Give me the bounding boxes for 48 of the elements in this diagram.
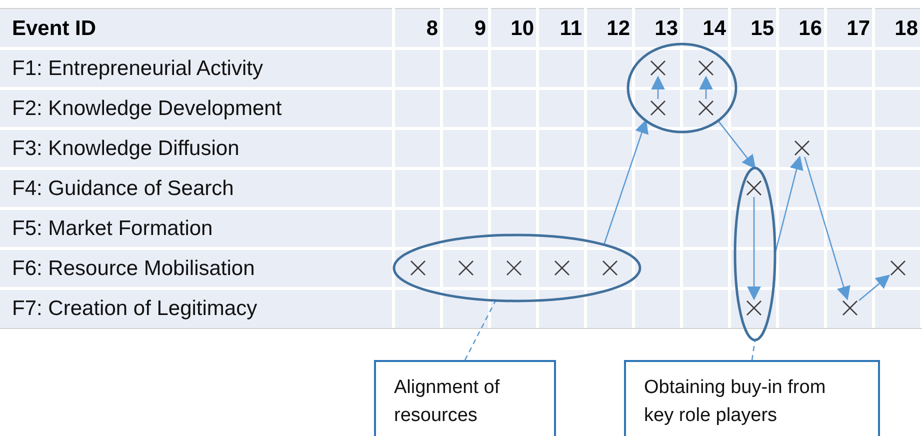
row-label: F1: Entrepreneurial Activity [12, 56, 263, 82]
cross-mark [505, 259, 523, 277]
cross-mark [697, 59, 715, 77]
cross-mark [889, 259, 907, 277]
cross-mark [841, 299, 859, 317]
row-label: F2: Knowledge Development [12, 96, 282, 122]
arrow [804, 156, 850, 300]
arrow [747, 197, 761, 300]
callout-box: Obtaining buy-in from key role players [624, 360, 880, 436]
column-header: 12 [606, 16, 630, 42]
row-label: F5: Market Formation [12, 216, 213, 242]
grouping-ellipse [628, 44, 736, 132]
column-header: 13 [654, 16, 678, 42]
arrow [699, 76, 713, 99]
row-label: F4: Guidance of Search [12, 176, 234, 202]
row-label: F6: Resource Mobilisation [12, 256, 255, 282]
grouping-ellipse [735, 168, 775, 340]
arrow [718, 120, 756, 170]
arrow [858, 274, 890, 301]
row-label: F7: Creation of Legitimacy [12, 296, 258, 322]
cross-mark [553, 259, 571, 277]
cross-mark [409, 259, 427, 277]
column-header: 17 [846, 16, 870, 42]
column-header: 8 [426, 16, 438, 42]
callout-box: Alignment of resources [374, 360, 556, 436]
row-label: F3: Knowledge Diffusion [12, 136, 240, 162]
arrow [774, 156, 804, 254]
cross-mark [649, 59, 667, 77]
arrow [603, 119, 648, 245]
leader-line [751, 340, 756, 360]
column-header: 9 [474, 16, 486, 42]
arrow [651, 76, 665, 99]
column-header: 16 [798, 16, 822, 42]
column-header: 11 [560, 16, 582, 42]
grouping-ellipse [394, 235, 640, 301]
cross-mark [745, 179, 763, 197]
column-header: 14 [702, 16, 726, 42]
column-header: 18 [894, 16, 918, 42]
leader-line [464, 300, 496, 360]
cross-mark [745, 299, 763, 317]
cross-mark [601, 259, 619, 277]
cross-mark [457, 259, 475, 277]
cross-mark [649, 99, 667, 117]
cross-mark [793, 139, 811, 157]
column-header: 10 [510, 16, 534, 42]
column-header: Event ID [12, 16, 96, 42]
column-header: 15 [750, 16, 774, 42]
cross-mark [697, 99, 715, 117]
